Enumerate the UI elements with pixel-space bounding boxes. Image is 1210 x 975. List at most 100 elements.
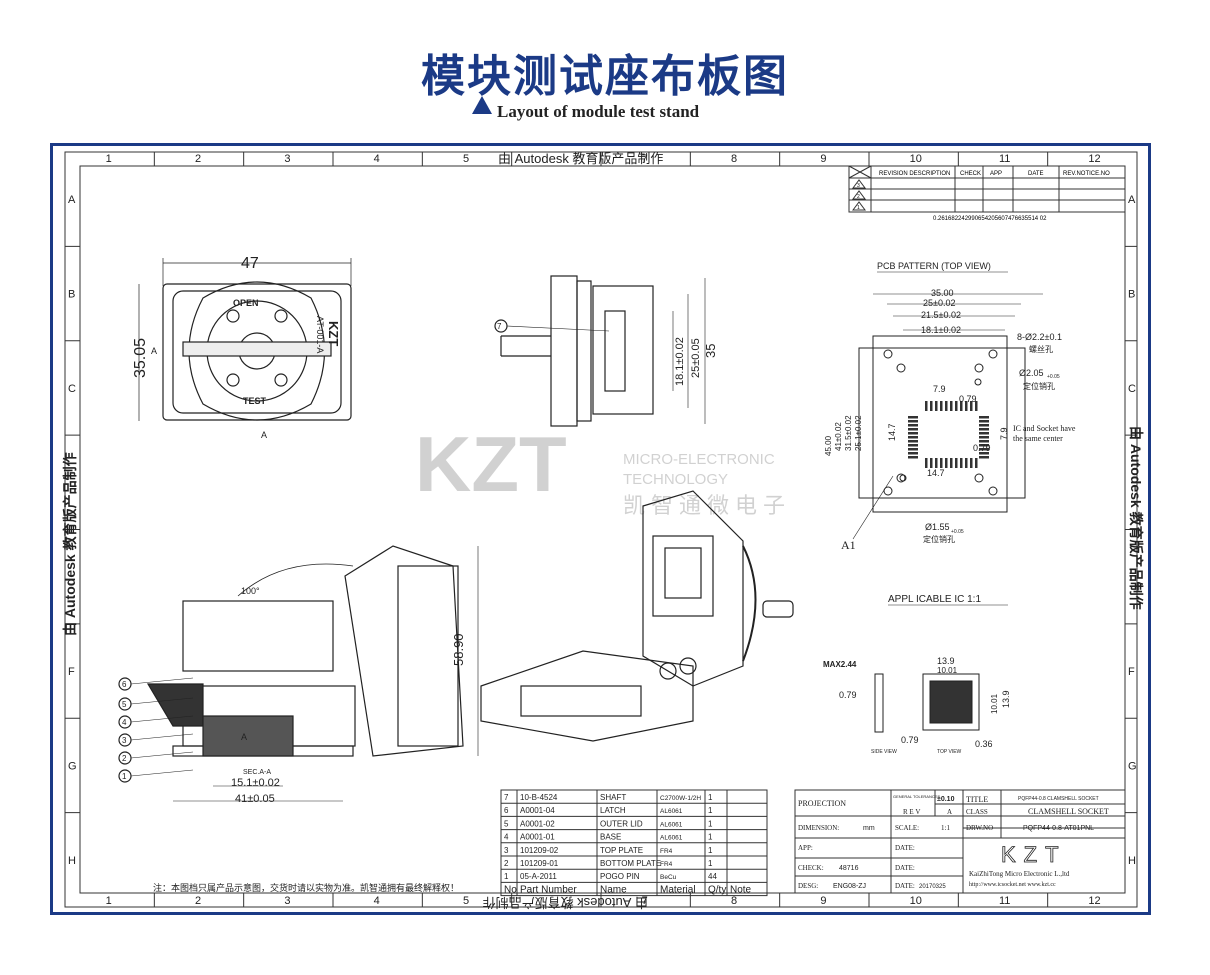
- ic-title: APPL ICABLE IC 1:1: [888, 594, 981, 605]
- bom-header: Q/ty: [708, 884, 726, 895]
- socket-section-view: 100° 58.90 15.1±0.02 41±0.05 SEC.A-A A 6…: [118, 545, 479, 805]
- pcb-note-screw-cn: 螺丝孔: [1029, 344, 1053, 354]
- callout-number: 4: [122, 718, 127, 727]
- col-label-bottom: 4: [374, 895, 380, 907]
- row-label-left: G: [68, 760, 77, 772]
- rev-header-app: APP: [990, 171, 1002, 177]
- callout-number: 3: [122, 736, 127, 745]
- col-label-bottom: 5: [463, 895, 469, 907]
- bom-cell: 44: [708, 872, 717, 881]
- watermark-left: 由 Autodesk 教育版产品制作: [62, 452, 78, 636]
- tb-title-label: TITLE: [966, 795, 988, 804]
- ic-079a-dim: 0.79: [839, 690, 857, 700]
- triangle-marker-icon: [472, 96, 492, 114]
- tb-web: http://www.icsocket.net www.kzt.cc: [969, 882, 1056, 888]
- pcb-a1: A1: [841, 538, 856, 552]
- row-label-left: C: [68, 383, 76, 395]
- disclaimer-note: 注：本图档只属产品示意图，交货时请以实物为准。凯智通拥有最终解释权！: [153, 882, 459, 893]
- tb-check-label: CHECK:: [798, 864, 824, 872]
- bom-cell: 1: [708, 793, 713, 802]
- bom-cell: 7: [504, 793, 509, 802]
- top-width-dim: 47: [241, 255, 259, 272]
- pcb-dim-315: 31.5±0.02: [844, 415, 853, 451]
- section-mark: A: [241, 732, 247, 742]
- bom-cell: 5: [504, 819, 509, 828]
- pcb-inner-79a: 7.9: [933, 384, 946, 394]
- bom-cell: 101209-01: [520, 859, 559, 868]
- top-brand-label: KZT: [326, 321, 341, 346]
- rev-row-1: 1: [857, 205, 860, 211]
- pcb-inner-079a: 0.79: [959, 394, 977, 404]
- top-section-a-bottom: A: [261, 430, 267, 440]
- pcb-dim-45: 45.00: [824, 435, 833, 456]
- col-label-top: 9: [820, 153, 826, 165]
- kzt-watermark-logo: KZT MICRO-ELECTRONIC TECHNOLOGY 凯智通微电子: [415, 420, 785, 518]
- bom-cell: C2700W-1/2H: [660, 795, 701, 802]
- tb-date3-value: 20170325: [919, 884, 946, 890]
- col-label-top: 11: [999, 153, 1010, 165]
- top-test-label: TEST: [243, 396, 267, 406]
- ic-079b-dim: 0.79: [901, 735, 919, 745]
- bom-cell: AL6061: [660, 821, 683, 828]
- tb-desg-value: ENG08-ZJ: [833, 883, 866, 890]
- side-dim-18: 18.1±0.02: [674, 337, 686, 386]
- pcb-inner-079b: 0.79: [973, 443, 991, 453]
- row-label-left: H: [68, 855, 76, 867]
- tb-dim-value: mm: [863, 825, 875, 832]
- pcb-dim-35: 35.00: [931, 288, 954, 298]
- col-label-top: 1: [106, 153, 112, 165]
- callout-number: 5: [122, 700, 127, 709]
- logo-line2: TECHNOLOGY: [623, 471, 728, 488]
- side-dim-35: 35: [703, 344, 718, 358]
- tb-app-label: APP:: [798, 844, 813, 852]
- pcb-inner-79b: 7.9: [999, 427, 1009, 440]
- pcb-center-note-1: IC and Socket have: [1013, 424, 1076, 433]
- section-height-dim: 58.90: [451, 633, 466, 666]
- tb-drw-value: PQFP44-0.8-AT01PNL: [1023, 825, 1094, 832]
- bom-cell: 1: [708, 833, 713, 842]
- bom-cell: AL6061: [660, 808, 683, 815]
- tb-date2-label: DATE:: [895, 864, 915, 872]
- tb-rev-value: A: [947, 808, 952, 816]
- pcb-note-pin2-cn: 定位销孔: [923, 534, 955, 544]
- watermark-bottom: 由 Autodesk 教育版产品制作: [483, 895, 648, 910]
- tb-check-value: 48716: [839, 865, 859, 872]
- bom-cell: 6: [504, 806, 509, 815]
- bom-cell: 101209-02: [520, 846, 559, 855]
- col-label-bottom: 3: [284, 895, 290, 907]
- side-dim-25: 25±0.05: [690, 338, 702, 378]
- socket-top-view: 47 35.05 OPEN TEST KZT AT-001-A A A: [132, 255, 352, 440]
- rev-header-desc: REVISION DESCRIPTION: [879, 171, 950, 177]
- tb-rev-label: R E V: [903, 808, 920, 816]
- bom-cell: 3: [504, 846, 509, 855]
- col-label-bottom: 10: [910, 895, 922, 907]
- bom-cell: BASE: [600, 833, 621, 842]
- bom-cell: 05-A-2011: [520, 872, 557, 881]
- bom-cell: BOTTOM PLATE: [600, 859, 661, 868]
- section-label: SEC.A-A: [243, 769, 271, 776]
- pcb-note-pin: Ø2.05: [1019, 368, 1044, 378]
- bom-cell: 4: [504, 833, 509, 842]
- pcb-note-pin2-tol: +0.05: [951, 529, 964, 535]
- rev-serial: 0.261682242990654205607476635514 02: [933, 216, 1047, 222]
- rev-row-3: 3: [857, 183, 860, 189]
- bom-header: Part Number: [520, 884, 577, 895]
- tb-date3-label: DATE:: [895, 882, 915, 890]
- bom-cell: BeCu: [660, 874, 677, 881]
- top-height-dim: 35.05: [132, 338, 149, 378]
- col-label-bottom: 7: [642, 895, 648, 907]
- ic-1001-dim: 10.01: [937, 666, 958, 675]
- row-label-left: F: [68, 666, 75, 678]
- tb-desg-label: DESG:: [798, 882, 818, 890]
- tb-date-label: DATE:: [895, 844, 915, 852]
- pcb-title: PCB PATTERN (TOP VIEW): [877, 261, 991, 271]
- pcb-dim-251: 25.1±0.02: [854, 415, 863, 451]
- col-label-bottom: 1: [106, 895, 112, 907]
- pcb-center-note-2: the same center: [1013, 434, 1063, 443]
- bom-header: Name: [600, 884, 627, 895]
- tb-class-value: CLAMSHELL SOCKET: [1028, 807, 1109, 816]
- applicable-ic: APPL ICABLE IC 1:1 MAX2.44 0.79 13.9 10.…: [823, 594, 1011, 755]
